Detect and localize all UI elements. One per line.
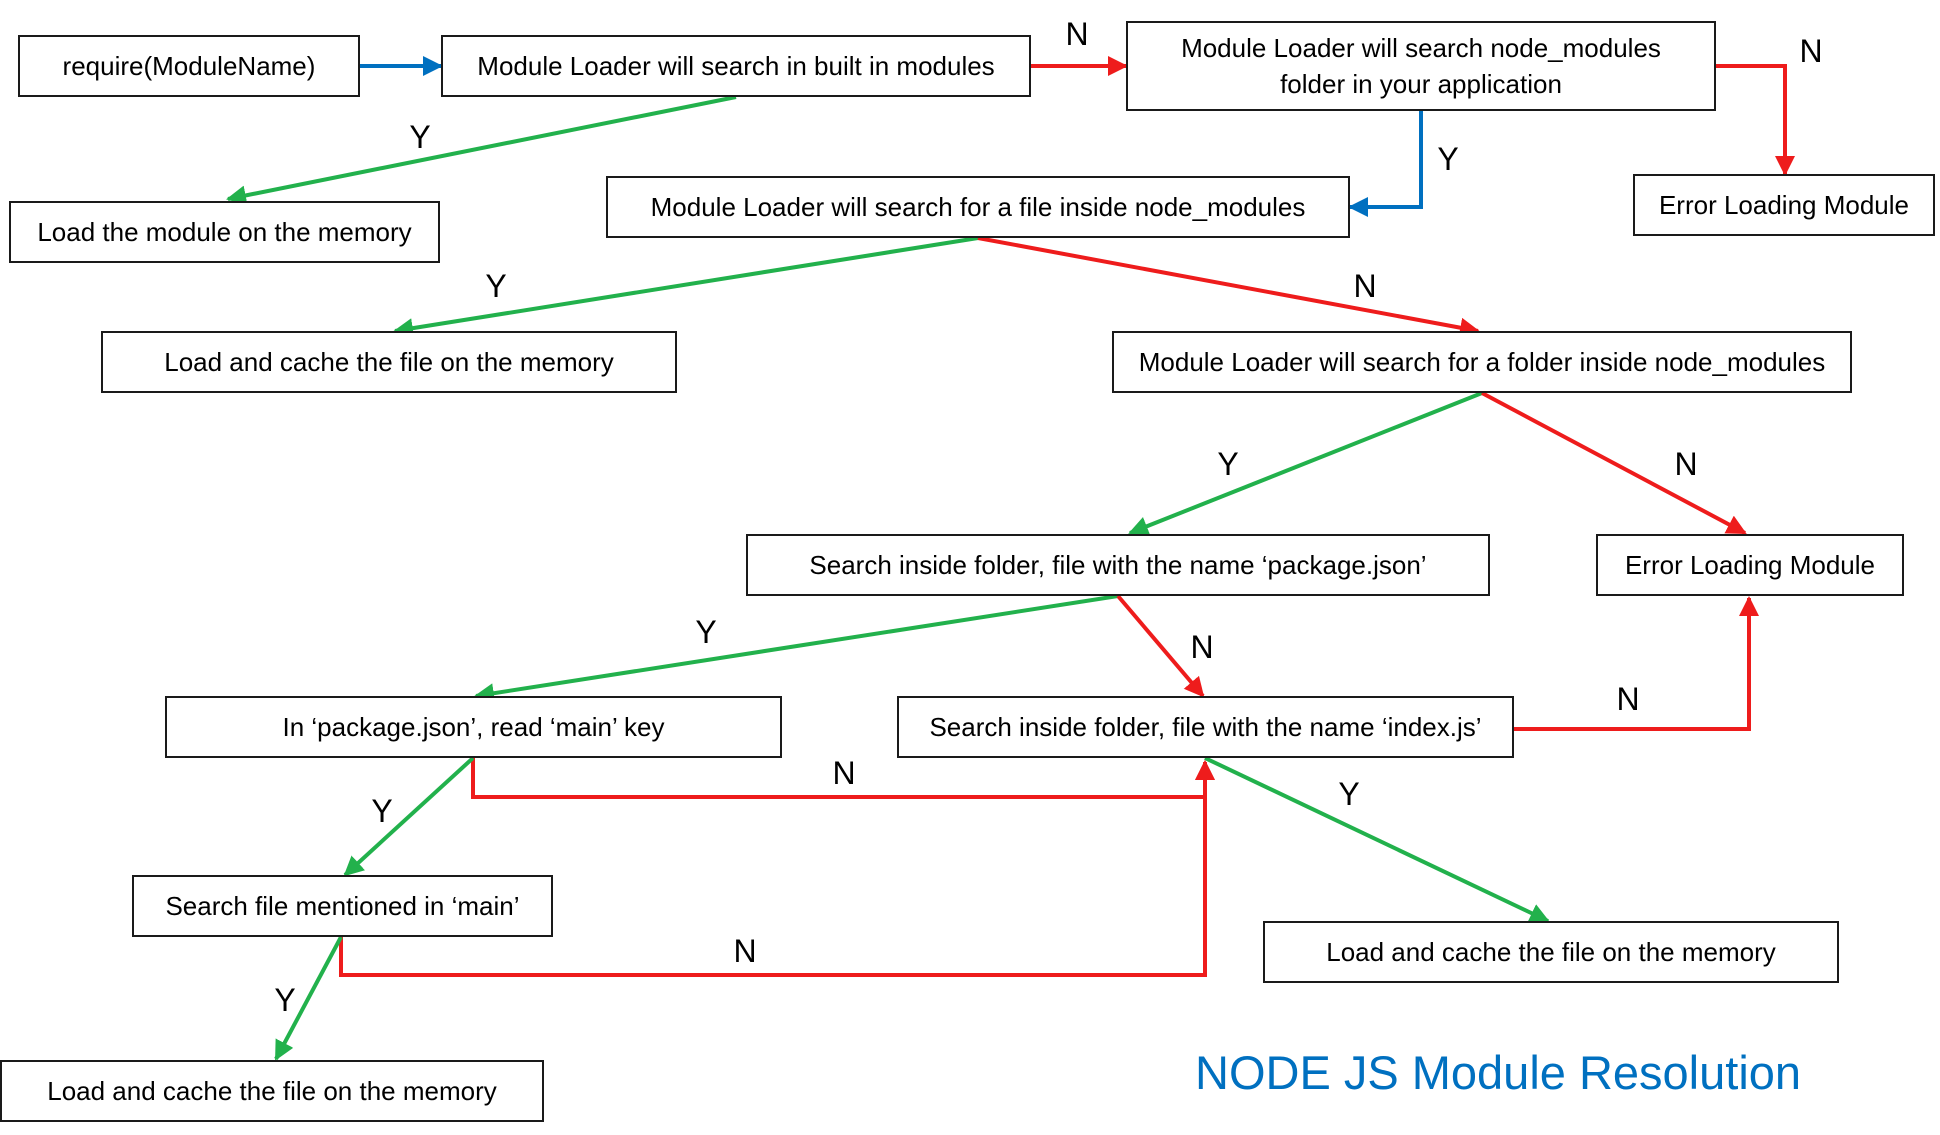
node-package-json: Search inside folder, file with the name… <box>746 534 1490 596</box>
node-search-file: Module Loader will search for a file ins… <box>606 176 1350 238</box>
edge-label-yes: Y <box>1437 141 1458 177</box>
edge-node-modules-folder-to-error1 <box>1716 64 1795 176</box>
edge-label-yes: Y <box>274 982 295 1018</box>
edge-label-yes: Y <box>371 793 392 829</box>
edge-search-main-to-index-js <box>339 760 1215 977</box>
node-read-main: In ‘package.json’, read ‘main’ key <box>165 696 782 758</box>
edge-label-no: N <box>1616 681 1639 717</box>
node-search-folder: Module Loader will search for a folder i… <box>1112 331 1852 393</box>
edge-label-no: N <box>1190 629 1213 665</box>
edge-label-no: N <box>733 933 756 969</box>
node-load-cache2: Load and cache the file on the memory <box>0 1060 544 1122</box>
node-node-modules-folder: Module Loader will search node_modules f… <box>1126 21 1716 111</box>
node-label: Error Loading Module <box>1624 550 1876 580</box>
edge-label-yes: Y <box>409 119 430 155</box>
node-label: Error Loading Module <box>1658 190 1910 220</box>
edge-node-modules-folder-to-search-file <box>1348 111 1423 217</box>
edge-search-folder-to-error2 <box>1481 391 1747 535</box>
edge-package-json-to-read-main <box>474 594 1119 704</box>
edge-search-folder-to-package-json <box>1128 391 1483 536</box>
edge-search-main-to-load-cache2 <box>274 936 343 1061</box>
edge-label-yes: Y <box>1217 446 1238 482</box>
edge-search-file-to-load-cache1 <box>393 236 979 339</box>
edge-label-no: N <box>1674 446 1697 482</box>
node-search-main: Search file mentioned in ‘main’ <box>132 875 553 937</box>
edge-label-no: N <box>1353 268 1376 304</box>
edge-index-js-to-load-cache3 <box>1204 756 1550 923</box>
node-label: Load and cache the file on the memory <box>1326 937 1776 967</box>
node-label: Module Loader will search node_modules f… <box>1181 33 1661 99</box>
node-builtin: Module Loader will search in built in mo… <box>441 35 1031 97</box>
node-label: Module Loader will search for a file ins… <box>650 192 1306 222</box>
node-label: require(ModuleName) <box>62 51 316 81</box>
diagram-title: NODE JS Module Resolution <box>1195 1046 1802 1099</box>
node-label: In ‘package.json’, read ‘main’ key <box>282 712 665 742</box>
node-require: require(ModuleName) <box>18 35 360 97</box>
edge-read-main-to-search-main <box>343 756 475 877</box>
edge-label-yes: Y <box>695 614 716 650</box>
edge-builtin-to-load-module <box>226 95 737 206</box>
node-error2: Error Loading Module <box>1596 534 1904 596</box>
node-index-js: Search inside folder, file with the name… <box>897 696 1514 758</box>
node-label: Load the module on the memory <box>37 217 412 247</box>
edge-index-js-to-error2 <box>1514 596 1759 731</box>
node-label: Load and cache the file on the memory <box>47 1076 497 1106</box>
node-label: Search file mentioned in ‘main’ <box>165 891 520 921</box>
node-load-module: Load the module on the memory <box>9 201 440 263</box>
node-load-cache1: Load and cache the file on the memory <box>101 331 677 393</box>
edge-search-file-to-search-folder <box>977 236 1480 338</box>
node-label: Load and cache the file on the memory <box>164 347 614 377</box>
node-label: Module Loader will search for a folder i… <box>1138 347 1826 377</box>
node-label: Module Loader will search in built in mo… <box>477 51 995 81</box>
node-label: Search inside folder, file with the name… <box>929 712 1482 742</box>
edge-label-no: N <box>1065 16 1088 52</box>
edge-label-no: N <box>1799 33 1822 69</box>
edge-package-json-to-index-js <box>1116 594 1205 698</box>
node-label: Search inside folder, file with the name… <box>809 550 1427 580</box>
edge-label-yes: Y <box>485 268 506 304</box>
node-load-cache3: Load and cache the file on the memory <box>1263 921 1839 983</box>
node-error1: Error Loading Module <box>1633 174 1935 236</box>
edge-label-yes: Y <box>1338 776 1359 812</box>
edge-label-no: N <box>832 755 855 791</box>
